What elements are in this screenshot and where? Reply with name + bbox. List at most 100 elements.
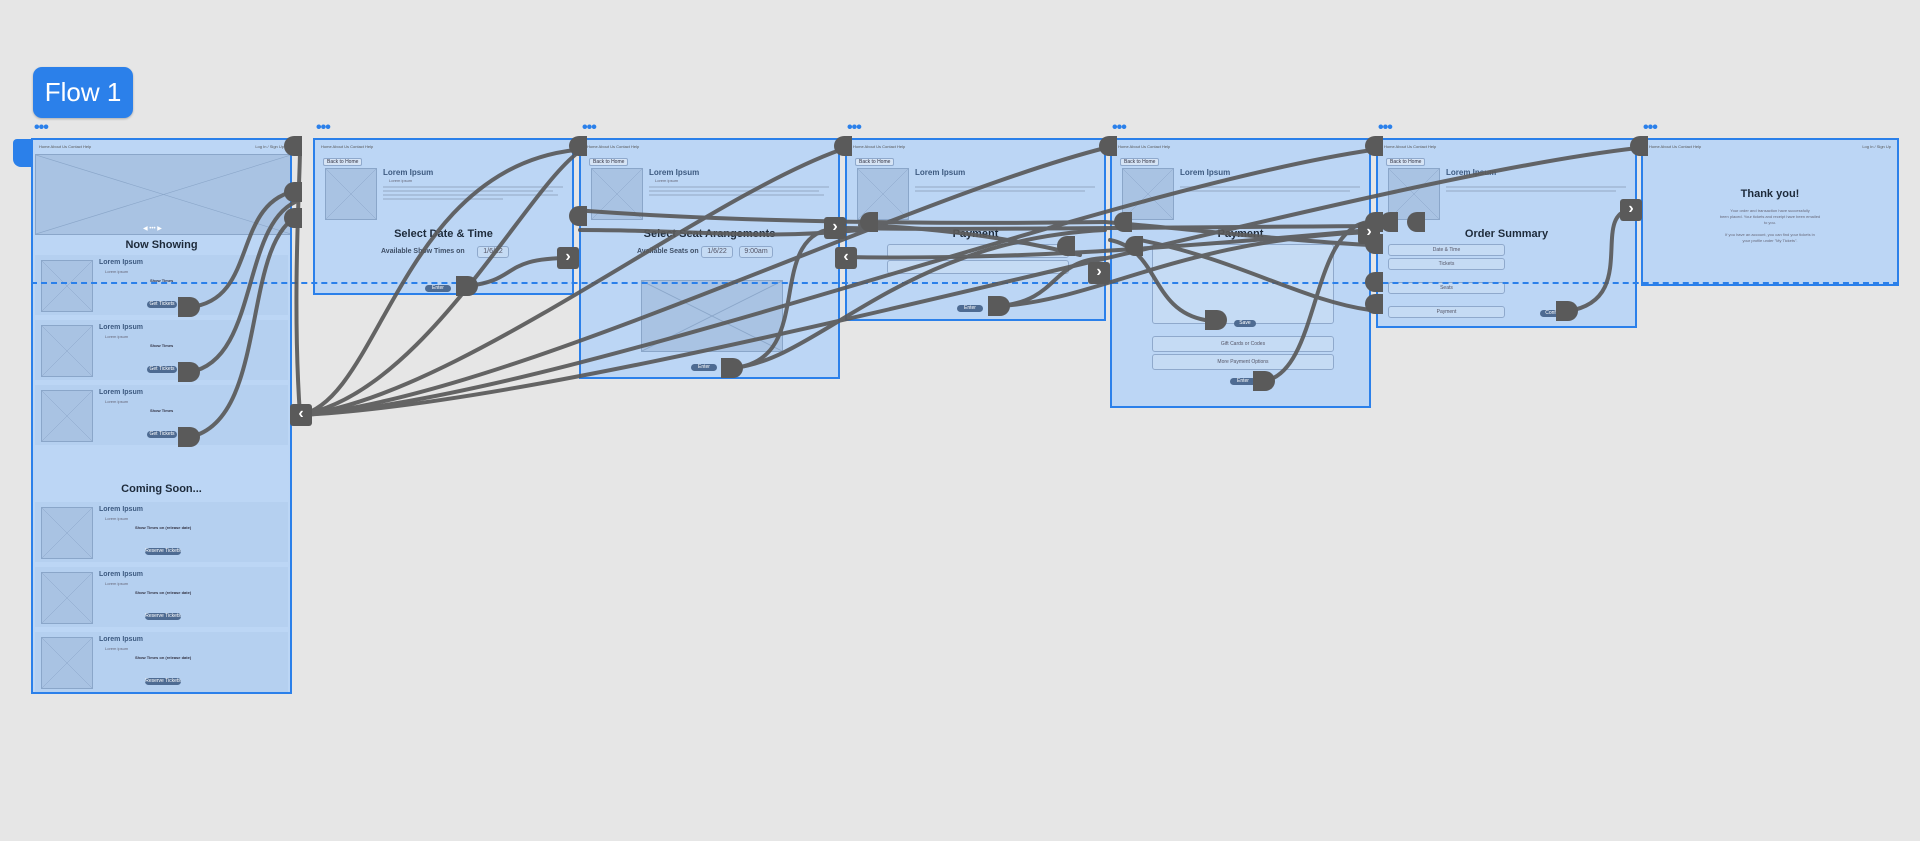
chevron-right-icon[interactable]: › bbox=[824, 217, 846, 239]
page-title: Select Date & Time bbox=[394, 228, 493, 240]
login-link[interactable]: Log In / Sign Up bbox=[255, 144, 284, 149]
description-line bbox=[383, 198, 503, 200]
summary-row: Payment bbox=[1388, 306, 1505, 318]
frame-order-summary[interactable]: Home About Us Contact Help Back to Home … bbox=[1376, 138, 1637, 328]
movie-poster bbox=[1388, 168, 1440, 220]
back-to-home-button[interactable]: Back to Home bbox=[323, 158, 363, 166]
show-times-label: Show Times bbox=[150, 278, 174, 283]
description-line bbox=[1446, 186, 1626, 188]
nav-links[interactable]: Home About Us Contact Help bbox=[1118, 144, 1171, 149]
description-line bbox=[915, 186, 1095, 188]
movie-card: Lorem Ipsum Lorem ipsum Show Times Get T… bbox=[35, 320, 288, 380]
confirmation-text: to you. bbox=[1763, 220, 1776, 225]
description-line bbox=[649, 186, 829, 188]
movie-card: Lorem Ipsum Lorem ipsum Show Times on (r… bbox=[35, 502, 288, 562]
movie-poster bbox=[41, 572, 93, 624]
movie-title: Lorem Ipsum bbox=[649, 168, 700, 177]
flow-label[interactable]: Flow 1 bbox=[33, 67, 133, 118]
nav-links[interactable]: Home About Us Contact Help bbox=[321, 144, 374, 149]
hero-image bbox=[35, 154, 290, 235]
coming-soon-heading: Coming Soon... bbox=[121, 483, 202, 495]
movie-title: Lorem Ipsum bbox=[99, 389, 143, 396]
back-to-home-button[interactable]: Back to Home bbox=[1120, 158, 1160, 166]
back-to-home-button[interactable]: Back to Home bbox=[855, 158, 895, 166]
nav-links[interactable]: Home About Us Contact Help bbox=[1384, 144, 1437, 149]
movie-title: Lorem Ipsum bbox=[99, 506, 143, 513]
movie-poster bbox=[325, 168, 377, 220]
nav-links[interactable]: Home About Us Contact Help bbox=[853, 144, 906, 149]
frame-menu-icon[interactable]: ••• bbox=[1112, 119, 1127, 136]
frame-menu-icon[interactable]: ••• bbox=[1378, 119, 1393, 136]
account-note: your profile under "My Tickets". bbox=[1742, 238, 1798, 243]
frame-menu-icon[interactable]: ••• bbox=[1643, 119, 1658, 136]
chevron-right-icon[interactable]: › bbox=[1620, 199, 1642, 221]
get-tickets-button[interactable]: Get Tickets bbox=[147, 301, 177, 308]
gift-card-option[interactable]: Gift Cards or Codes bbox=[1152, 336, 1334, 352]
frame-menu-icon[interactable]: ••• bbox=[316, 119, 331, 136]
enter-button[interactable]: Enter bbox=[957, 305, 983, 312]
movie-subtitle: Lorem ipsum bbox=[105, 516, 129, 521]
chevron-left-icon[interactable]: ‹ bbox=[290, 404, 312, 426]
movie-poster bbox=[1122, 168, 1174, 220]
movie-poster bbox=[41, 260, 93, 312]
movie-subtitle: Lorem ipsum bbox=[105, 334, 129, 339]
description-line bbox=[383, 186, 563, 188]
movie-poster bbox=[41, 507, 93, 559]
frame-menu-icon[interactable]: ••• bbox=[34, 119, 49, 136]
carousel-control[interactable]: ◀ ••• ▶ bbox=[143, 226, 162, 232]
movie-subtitle: Lorem ipsum bbox=[105, 581, 129, 586]
chevron-left-icon[interactable]: ‹ bbox=[835, 247, 857, 269]
nav-links[interactable]: Home About Us Contact Help bbox=[1649, 144, 1702, 149]
flow-start-marker bbox=[13, 139, 31, 167]
confirm-button[interactable]: Confirm bbox=[1540, 310, 1568, 317]
description-line bbox=[383, 190, 553, 192]
movie-title: Lorem Ipsum bbox=[99, 324, 143, 331]
get-tickets-button[interactable]: Get Tickets bbox=[147, 431, 177, 438]
show-times-label: Show Times bbox=[150, 343, 174, 348]
enter-button[interactable]: Enter bbox=[1230, 378, 1256, 385]
back-to-home-button[interactable]: Back to Home bbox=[1386, 158, 1426, 166]
movie-title: Lorem Ipsum bbox=[915, 168, 966, 177]
movie-card: Lorem Ipsum Lorem ipsum Show Times Get T… bbox=[35, 385, 288, 445]
enter-button[interactable]: Enter bbox=[691, 364, 717, 371]
nav-links[interactable]: Home About Us Contact Help bbox=[587, 144, 640, 149]
show-times-label: Show Times on (release date) bbox=[135, 525, 192, 530]
save-button[interactable]: Save bbox=[1234, 320, 1256, 327]
show-times-label: Show Times on (release date) bbox=[135, 590, 192, 595]
description-line bbox=[1446, 190, 1616, 192]
now-showing-heading: Now Showing bbox=[125, 239, 198, 251]
movie-subtitle: Lorem ipsum bbox=[655, 178, 679, 183]
page-title: Order Summary bbox=[1464, 228, 1549, 240]
account-note: If you have an account, you can find you… bbox=[1725, 232, 1815, 237]
enter-button[interactable]: Enter bbox=[425, 285, 451, 292]
login-link[interactable]: Log In / Sign Up bbox=[1862, 144, 1891, 149]
chevron-right-icon[interactable]: › bbox=[557, 247, 579, 269]
description-line bbox=[649, 194, 824, 196]
reserve-tickets-button[interactable]: Reserve Tickets bbox=[145, 613, 181, 620]
reserve-tickets-button[interactable]: Reserve Tickets bbox=[145, 548, 181, 555]
confirmation-text: been placed. Your tickets and receipt ha… bbox=[1719, 214, 1821, 219]
nav-links[interactable]: Home About Us Contact Help bbox=[39, 144, 92, 149]
movie-subtitle: Lorem ipsum bbox=[105, 399, 129, 404]
chevron-right-icon[interactable]: › bbox=[1358, 222, 1380, 244]
confirmation-text: Your order and transaction have successf… bbox=[1730, 208, 1810, 213]
frame-thank-you[interactable]: Home About Us Contact Help Log In / Sign… bbox=[1641, 138, 1899, 286]
get-tickets-button[interactable]: Get Tickets bbox=[147, 366, 177, 373]
seats-label: Available Seats on bbox=[637, 248, 699, 255]
movie-subtitle: Lorem ipsum bbox=[389, 178, 413, 183]
frame-menu-icon[interactable]: ••• bbox=[847, 119, 862, 136]
time-field[interactable]: 9:00am bbox=[739, 246, 773, 258]
fold-line bbox=[31, 282, 1899, 284]
movie-subtitle: Lorem ipsum bbox=[105, 646, 129, 651]
date-field[interactable]: 1/6/22 bbox=[701, 246, 733, 258]
show-times-label: Show Times on (release date) bbox=[135, 655, 192, 660]
frame-menu-icon[interactable]: ••• bbox=[582, 119, 597, 136]
movie-title: Lorem Ipsum bbox=[1180, 168, 1231, 177]
movie-poster bbox=[857, 168, 909, 220]
reserve-tickets-button[interactable]: Reserve Tickets bbox=[145, 678, 181, 685]
back-to-home-button[interactable]: Back to Home bbox=[589, 158, 629, 166]
movie-poster bbox=[41, 390, 93, 442]
description-line bbox=[1180, 190, 1350, 192]
chevron-right-icon[interactable]: › bbox=[1088, 262, 1110, 284]
